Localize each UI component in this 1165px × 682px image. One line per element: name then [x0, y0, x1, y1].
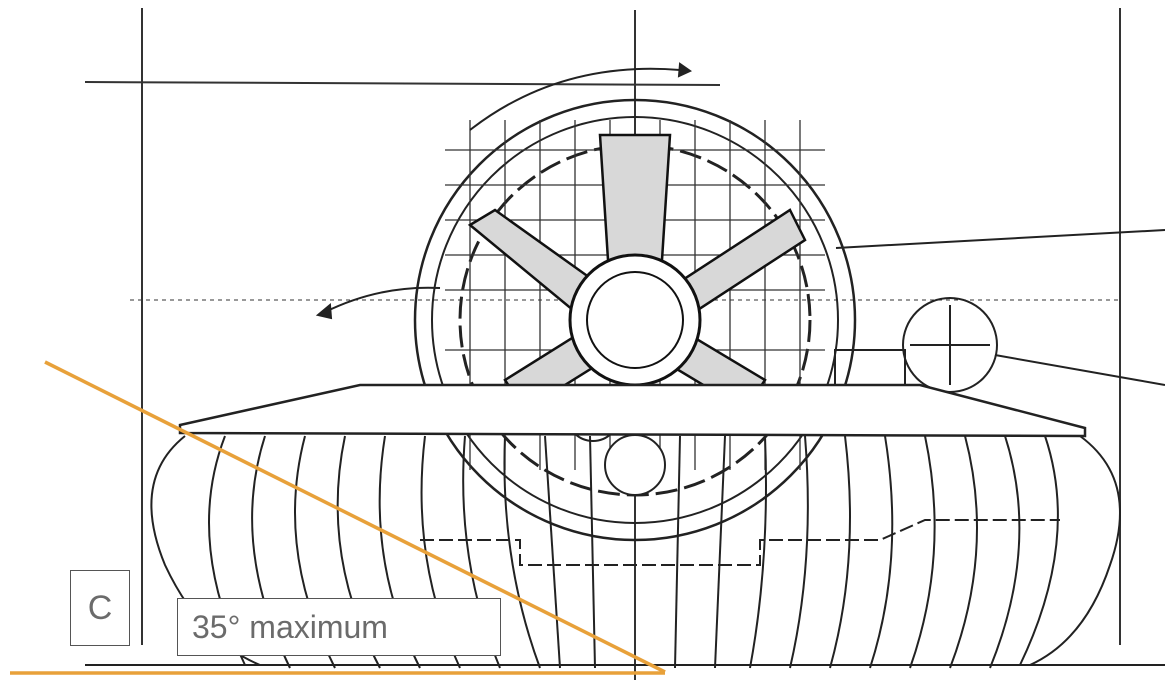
outer-frame-lines [84, 8, 1121, 680]
motor-side [834, 229, 1165, 393]
base-plate [178, 383, 1087, 438]
panel-letter-label: C [70, 570, 130, 646]
fan-hub [568, 253, 702, 387]
angle-note-label: 35° maximum [177, 598, 501, 656]
ribbed-skirt [85, 435, 1165, 669]
angle-lines [10, 360, 666, 675]
rotation-arrows [315, 62, 693, 320]
slope-line [44, 360, 666, 674]
